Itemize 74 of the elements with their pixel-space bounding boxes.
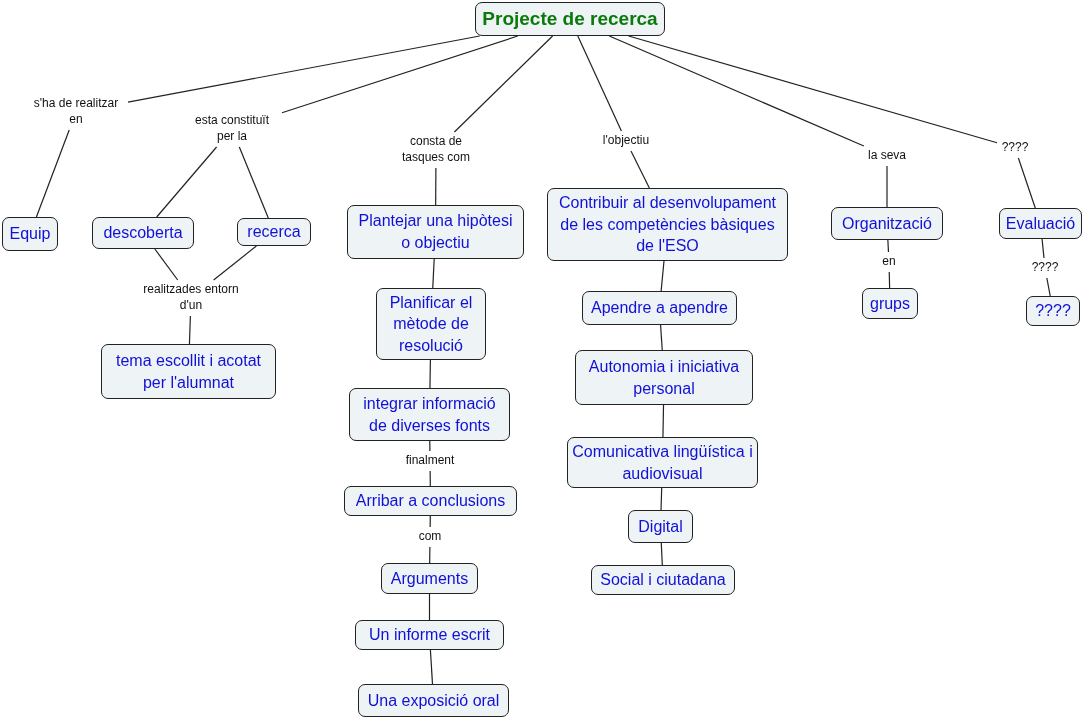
connector-line bbox=[630, 150, 650, 189]
concept-box bbox=[999, 208, 1082, 239]
concept-box bbox=[237, 218, 311, 246]
concept-text: Autonomia i iniciativa personal bbox=[587, 356, 741, 399]
connector-line bbox=[429, 359, 431, 389]
connector-line bbox=[662, 404, 665, 438]
concept-text: Contribuir al desenvolupament de les competències bàsiques de l'ESO bbox=[558, 193, 777, 257]
connector-line bbox=[432, 258, 435, 289]
connector-line bbox=[660, 260, 665, 292]
concept-box bbox=[347, 205, 524, 259]
concept-text: Una exposició oral bbox=[367, 690, 500, 711]
concept-box bbox=[381, 563, 478, 594]
concept-box bbox=[2, 217, 58, 251]
connector-line bbox=[281, 35, 519, 114]
concept-box bbox=[831, 207, 943, 240]
concept-box bbox=[862, 288, 918, 319]
concept-box bbox=[355, 620, 504, 650]
connector-line bbox=[238, 146, 269, 219]
concept-box bbox=[1026, 296, 1080, 326]
concept-text: Un informe escrit bbox=[369, 625, 490, 646]
concept-box bbox=[582, 291, 737, 325]
concept-box bbox=[358, 684, 509, 717]
concept-box bbox=[101, 344, 276, 399]
concept-text: Plantejar una hipòtesi o objectiu bbox=[357, 211, 514, 253]
main-concept-text: Projecte de recerca bbox=[482, 8, 658, 30]
connector-line bbox=[188, 315, 191, 345]
concept-text: Evaluació bbox=[1005, 213, 1076, 234]
connector-line bbox=[156, 146, 218, 218]
connector-line bbox=[428, 593, 431, 621]
concept-box bbox=[376, 288, 486, 360]
concept-text: Arribar a conclusions bbox=[355, 491, 506, 512]
concept-text: Comunicativa lingüística i audiovisual bbox=[572, 441, 753, 484]
connector-line bbox=[154, 248, 179, 281]
connector-line bbox=[660, 324, 663, 351]
connector-line bbox=[608, 35, 865, 147]
concept-box bbox=[344, 486, 517, 516]
main-concept-box bbox=[475, 2, 665, 36]
connector-line bbox=[660, 487, 663, 511]
connector-line bbox=[435, 167, 437, 206]
concept-text: integrar informació de diverses fonts bbox=[362, 393, 497, 436]
concept-box bbox=[628, 510, 693, 543]
connector-line bbox=[429, 515, 431, 528]
connector-line bbox=[1046, 277, 1051, 297]
concept-box bbox=[92, 217, 194, 249]
concept-box bbox=[575, 350, 753, 405]
concept-text: Organització bbox=[842, 213, 932, 234]
concept-text: Arguments bbox=[390, 568, 469, 589]
concept-text: recerca bbox=[247, 222, 301, 243]
connector-line bbox=[886, 165, 888, 208]
connector-line bbox=[1041, 238, 1045, 259]
connector-line bbox=[577, 35, 622, 132]
connector-line bbox=[887, 239, 890, 253]
connector-line bbox=[429, 440, 431, 452]
concept-text: Planificar el mètode de resolució bbox=[388, 292, 474, 356]
connector-line bbox=[429, 470, 431, 487]
connector-line bbox=[1017, 157, 1036, 209]
concept-box bbox=[547, 188, 788, 261]
concept-text: ???? bbox=[1035, 301, 1071, 322]
concept-text: Digital bbox=[638, 516, 683, 537]
concept-text: Social i ciutadana bbox=[600, 570, 726, 591]
concept-text: Equip bbox=[9, 224, 51, 245]
concept-text: Apendre a apendre bbox=[591, 298, 728, 319]
concept-text: tema escollit i acotat per l'alumnat bbox=[115, 350, 262, 393]
connector-line bbox=[453, 35, 554, 133]
concept-text: descoberta bbox=[103, 223, 183, 244]
concept-box bbox=[349, 388, 510, 441]
connector-line bbox=[628, 35, 998, 144]
connector-line bbox=[213, 245, 257, 281]
concept-text: grups bbox=[870, 293, 910, 314]
connector-line bbox=[35, 129, 70, 218]
concept-box bbox=[591, 565, 735, 595]
connector-line bbox=[660, 542, 663, 566]
connector-line bbox=[127, 35, 481, 103]
connector-line bbox=[429, 649, 434, 685]
